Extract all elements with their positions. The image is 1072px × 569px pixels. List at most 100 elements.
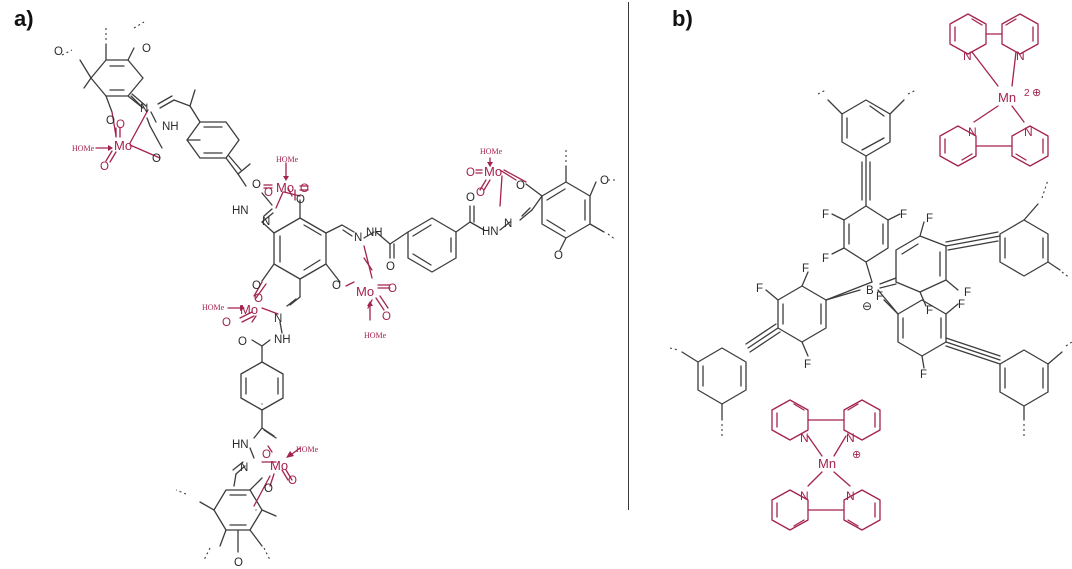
lower-arm (175, 296, 301, 561)
ligand-home: HOMe (72, 144, 95, 153)
fluoroaryl-right (895, 221, 1001, 307)
atom-o: O (234, 557, 243, 569)
atom-nh: NH (274, 334, 291, 346)
aryl-right (999, 179, 1071, 279)
panel-label-a: a) (14, 6, 34, 31)
mn-charge-plus: ⊕ (852, 449, 861, 461)
mo-complex-upper-left (95, 109, 161, 163)
atom-o: O (264, 187, 273, 199)
atom-n: N (963, 49, 972, 63)
atom-hn: HN (232, 205, 249, 217)
mo-complex-right (345, 245, 391, 321)
atom-o: O (238, 336, 247, 348)
atom-boron: B (866, 285, 874, 297)
ligand-home: HOMe (480, 147, 503, 156)
upper-arm (61, 21, 274, 223)
atom-f: F (958, 299, 965, 311)
atom-f: F (920, 369, 927, 381)
right-arm (341, 150, 618, 273)
atom-f: F (964, 287, 971, 299)
atom-o: O (142, 43, 151, 55)
atom-n: N (1016, 49, 1025, 63)
aryl-bottom-right (999, 341, 1072, 436)
atom-o: O (600, 175, 609, 187)
atom-o: O (254, 293, 263, 305)
atom-n: N (140, 103, 148, 115)
fluorine-labels: F F F F F F F F F F F F B ⊖ (756, 209, 971, 381)
ligand-home: HOMe (296, 445, 319, 454)
atom-n: N (800, 431, 809, 445)
atom-f: F (822, 209, 829, 221)
mo-complex-bottom (253, 445, 301, 507)
fluoroaryl-bottom-right (883, 299, 1001, 369)
atom-n: N (504, 218, 512, 230)
atom-n: N (262, 216, 270, 228)
atom-mn: Mn (998, 90, 1016, 105)
mn-complex-bottom: N N Mn ⊕ N N (771, 399, 881, 531)
mn-charge-number: 2 (1024, 88, 1030, 99)
atom-f: F (822, 253, 829, 265)
atom-n: N (274, 313, 282, 325)
panel-a-structure: O O O N NH O O HN N O N NH O O O N NH O … (54, 21, 618, 569)
atom-hn: HN (232, 439, 249, 451)
atom-o: O (332, 280, 341, 292)
fluoroaryl-top (831, 205, 901, 283)
atom-o: O (382, 311, 391, 323)
boron-center (825, 277, 899, 315)
atom-n: N (800, 489, 809, 503)
atom-hn: HN (482, 226, 499, 238)
atom-mo: Mo (356, 284, 374, 299)
atom-f: F (802, 263, 809, 275)
panel-label-b: b) (672, 6, 693, 31)
atom-o: O (386, 261, 395, 273)
atom-n: N (968, 125, 977, 139)
atom-o: O (288, 475, 297, 487)
atom-o: O (252, 179, 261, 191)
atom-f: F (876, 291, 883, 303)
atom-o: O (466, 192, 475, 204)
atom-nh: NH (366, 227, 383, 239)
atom-n: N (354, 232, 362, 244)
atom-o: O (262, 449, 271, 461)
atom-mo: Mo (240, 302, 258, 317)
ligand-home: HOMe (364, 331, 387, 340)
mo-complex-top-right (475, 157, 527, 207)
atom-o: O (388, 283, 397, 295)
atom-o: O (54, 46, 63, 58)
atom-mo: Mo (276, 180, 294, 195)
atom-f: F (926, 305, 933, 317)
atom-n: N (1024, 125, 1033, 139)
atom-o: O (116, 119, 125, 131)
atom-o: O (466, 167, 475, 179)
atom-o: O (300, 183, 309, 195)
fluoroaryl-left (745, 271, 861, 357)
mn-complex-top: N N Mn 2 ⊕ N N (939, 13, 1049, 167)
panel-divider (628, 2, 629, 510)
atom-f: F (900, 209, 907, 221)
mo-complex-upper (263, 162, 309, 209)
atom-o: O (152, 153, 161, 165)
atom-o: O (252, 280, 261, 292)
atom-n: N (846, 489, 855, 503)
atom-o: O (106, 115, 115, 127)
metal-labels-a: Mo O O HOMe Mo HOMe O O Mo O O HOMe Mo H… (72, 119, 503, 487)
atom-o: O (554, 250, 563, 262)
atom-mo: Mo (484, 164, 502, 179)
ligand-home: HOMe (202, 303, 225, 312)
atom-o: O (516, 180, 525, 192)
aryl-top (817, 89, 917, 207)
mn-charge-plus: ⊕ (1032, 87, 1041, 99)
atom-mn: Mn (818, 456, 836, 471)
atom-f: F (804, 359, 811, 371)
atom-f: F (756, 283, 763, 295)
atom-o: O (264, 483, 273, 495)
atom-n: N (846, 431, 855, 445)
central-ring (261, 199, 343, 298)
atom-o: O (476, 187, 485, 199)
atom-nh: NH (162, 121, 179, 133)
atom-mo: Mo (114, 138, 132, 153)
atom-n: N (240, 462, 248, 474)
borate-charge: ⊖ (862, 299, 872, 313)
aryl-left (669, 347, 747, 436)
